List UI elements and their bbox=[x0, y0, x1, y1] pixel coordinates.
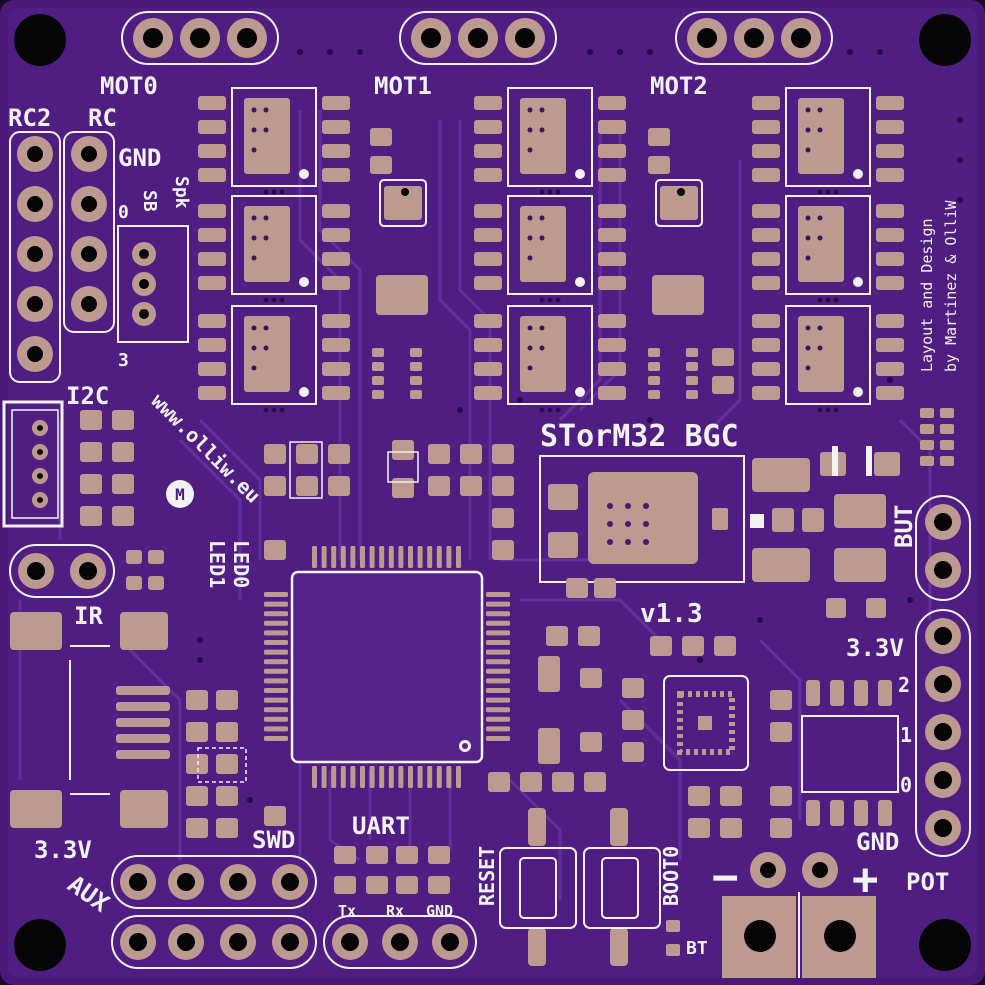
label-minus: − bbox=[712, 852, 739, 903]
label-boot0: BOOT0 bbox=[659, 846, 683, 906]
reset-button[interactable] bbox=[499, 808, 577, 966]
label-3v3-left: 3.3V bbox=[34, 836, 92, 864]
label-gnd-left: GND bbox=[118, 144, 161, 172]
label-led1: LED1 bbox=[205, 540, 229, 588]
rc2-pin bbox=[17, 136, 53, 172]
mounting-holes bbox=[14, 14, 971, 971]
label-pot-0: 0 bbox=[900, 773, 912, 797]
power-regulator bbox=[539, 455, 764, 598]
label-three: 3 bbox=[118, 350, 129, 371]
mosfet-block bbox=[752, 87, 904, 195]
label-led0: LED0 bbox=[229, 540, 253, 588]
mosfet-block bbox=[198, 87, 350, 195]
mosfet-array bbox=[198, 87, 904, 413]
sensor-chip bbox=[801, 680, 899, 826]
rc2-pin bbox=[17, 286, 53, 322]
rc-pin bbox=[71, 136, 107, 172]
label-uart: UART bbox=[352, 812, 410, 840]
olliw-logo: M bbox=[166, 480, 194, 508]
mosfet-block bbox=[198, 305, 350, 413]
mot1-header bbox=[399, 11, 557, 65]
boot0-button[interactable] bbox=[583, 808, 661, 966]
ir-header bbox=[9, 544, 115, 598]
bt-pads bbox=[666, 920, 680, 956]
traces bbox=[18, 110, 932, 900]
motor-headers bbox=[121, 11, 833, 65]
rc2-pin bbox=[17, 236, 53, 272]
rc-pin bbox=[71, 186, 107, 222]
credit-line2: by Martinez & OlliW bbox=[942, 199, 960, 372]
label-gnd-uart: GND bbox=[426, 902, 453, 920]
mosfet-block bbox=[752, 195, 904, 303]
battery-terminal bbox=[722, 852, 876, 978]
label-bt: BT bbox=[686, 938, 708, 959]
label-rc2: RC2 bbox=[8, 104, 51, 132]
mosfet-block bbox=[474, 195, 626, 303]
passives-mcu bbox=[264, 440, 644, 826]
label-rc: RC bbox=[88, 104, 117, 132]
mot0-header bbox=[121, 11, 279, 65]
label-rx: Rx bbox=[386, 902, 404, 920]
label-tx: Tx bbox=[338, 902, 356, 920]
vias bbox=[197, 49, 963, 803]
mosfet-block bbox=[474, 87, 626, 195]
label-gnd-right: GND bbox=[856, 828, 899, 856]
label-mot2: MOT2 bbox=[650, 72, 708, 100]
uart-section bbox=[323, 846, 477, 969]
rc2-pin bbox=[17, 186, 53, 222]
label-zero: 0 bbox=[118, 202, 129, 223]
mosfet-block bbox=[198, 195, 350, 303]
regulator-parts bbox=[370, 128, 734, 399]
i2c-connector bbox=[2, 400, 64, 528]
label-mot1: MOT1 bbox=[374, 72, 432, 100]
mosfet-block bbox=[752, 305, 904, 413]
regulator-left bbox=[10, 612, 238, 838]
label-swd: SWD bbox=[252, 826, 295, 854]
mosfet-block bbox=[474, 305, 626, 413]
mount-hole-bottom-left bbox=[14, 919, 66, 971]
right-headers bbox=[915, 495, 971, 857]
rc-headers bbox=[9, 131, 115, 383]
rc-pin bbox=[71, 236, 107, 272]
label-plus: + bbox=[852, 854, 879, 905]
board-version: v1.3 bbox=[640, 599, 703, 629]
label-pot-2: 2 bbox=[898, 673, 910, 697]
mount-hole-bottom-right bbox=[919, 919, 971, 971]
mount-hole-top-left bbox=[14, 14, 66, 66]
svg-text:M: M bbox=[175, 485, 185, 504]
label-sb: SB bbox=[139, 190, 160, 212]
board-title: STorM32 BGC bbox=[540, 419, 739, 454]
label-reset: RESET bbox=[475, 846, 499, 906]
rc-pin bbox=[71, 286, 107, 322]
mot2-header bbox=[675, 11, 833, 65]
label-pot: POT bbox=[906, 868, 949, 896]
rc2-pin bbox=[17, 336, 53, 372]
credit-line1: Layout and Design bbox=[918, 218, 936, 372]
spk-sb-connector bbox=[117, 225, 189, 343]
passives-right bbox=[650, 452, 900, 838]
imu-chip bbox=[663, 675, 749, 771]
mount-hole-top-right bbox=[919, 14, 971, 66]
passives-left bbox=[80, 410, 164, 590]
label-ir: IR bbox=[74, 602, 103, 630]
label-spk: Spk bbox=[171, 176, 192, 209]
top-right-connector bbox=[920, 408, 954, 466]
aux-swd-headers bbox=[111, 855, 317, 969]
label-i2c: I2C bbox=[66, 382, 109, 410]
label-but: BUT bbox=[890, 505, 918, 548]
label-3v3-right: 3.3V bbox=[846, 634, 904, 662]
label-pot-1: 1 bbox=[900, 723, 912, 747]
mcu-chip bbox=[264, 546, 510, 788]
label-mot0: MOT0 bbox=[100, 72, 158, 100]
